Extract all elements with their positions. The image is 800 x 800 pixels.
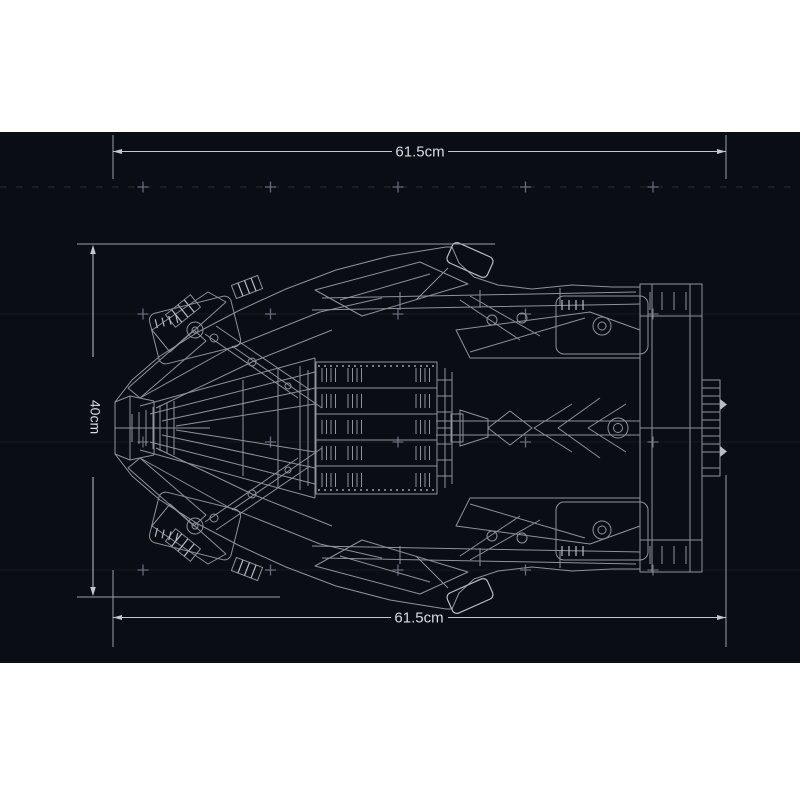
engine-louvers xyxy=(315,361,438,495)
bottom-dimension: 61.5cm xyxy=(112,475,727,647)
grid-marks xyxy=(0,180,800,577)
driveline xyxy=(436,397,640,459)
left-dim-top-arrow xyxy=(90,245,96,254)
left-dimension-label: 40cm xyxy=(88,400,104,434)
left-dim-bottom-arrow xyxy=(90,587,96,596)
bottom-dim-right-arrow xyxy=(717,615,726,620)
bottom-dim-left-arrow xyxy=(113,615,122,620)
top-white-band xyxy=(0,0,800,132)
top-dimension: 61.5cm xyxy=(112,135,727,179)
left-dimension: 40cm xyxy=(77,243,495,598)
bottom-white-band xyxy=(0,663,800,800)
top-dim-left-arrow xyxy=(113,149,122,154)
bottom-dimension-label: 61.5cm xyxy=(394,610,443,627)
top-dim-right-arrow xyxy=(717,149,726,154)
top-dimension-label: 61.5cm xyxy=(395,144,444,161)
car-blueprint xyxy=(114,240,727,616)
dark-panel xyxy=(0,132,800,663)
car-centerline-parts xyxy=(114,283,727,573)
rear-diffuser xyxy=(701,379,727,477)
